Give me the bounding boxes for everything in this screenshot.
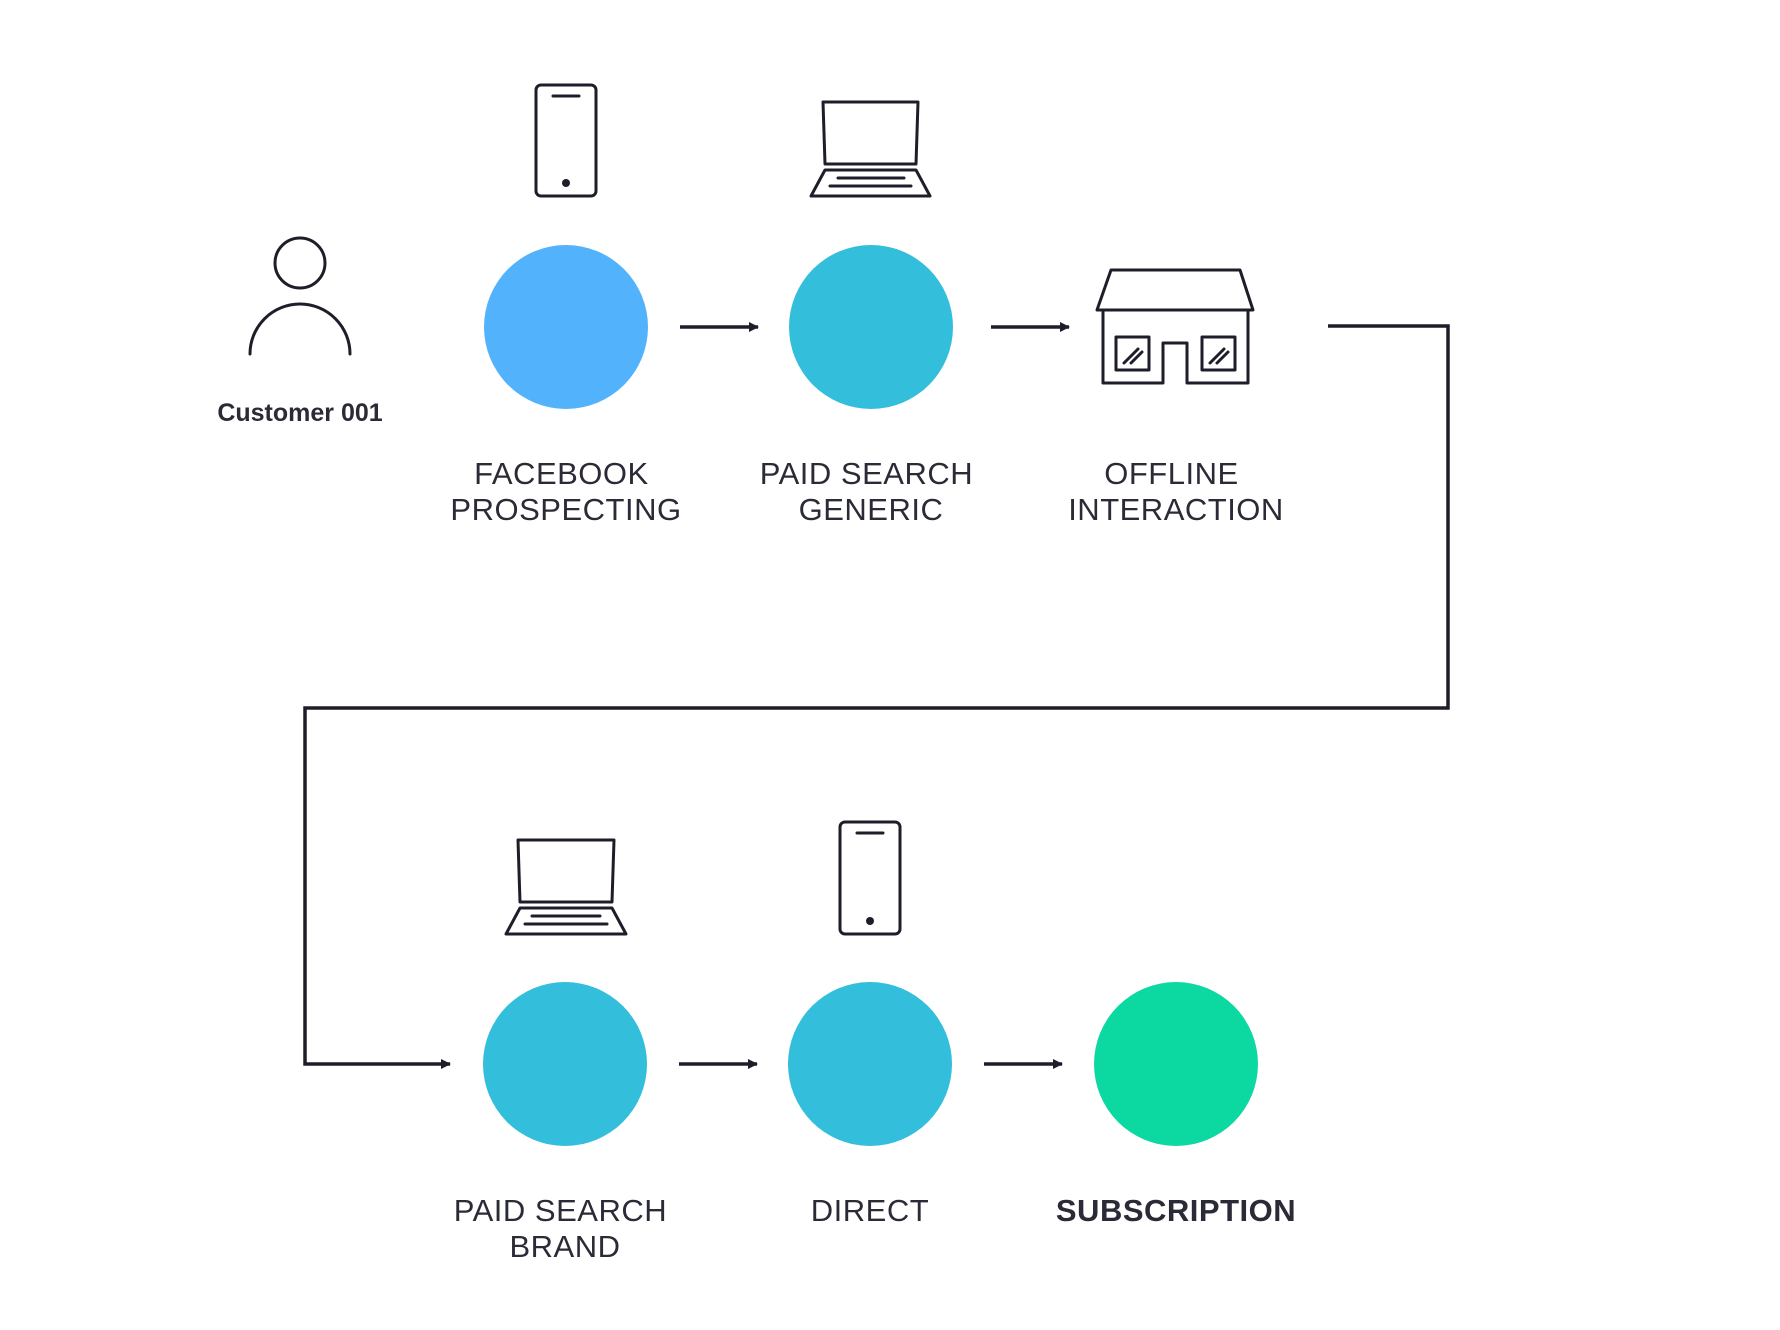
step-label-offline-interaction: OFFLINE INTERACTION — [1068, 456, 1284, 527]
wrap-connector — [303, 324, 1450, 1069]
smartphone-icon — [838, 820, 902, 936]
step-label-paid-search-brand: PAID SEARCH BRAND — [454, 1193, 676, 1264]
step-label-subscription: SUBSCRIPTION — [1056, 1193, 1296, 1228]
touchpoint-node-direct — [788, 982, 952, 1146]
store-icon — [1095, 268, 1255, 385]
laptop-icon — [809, 100, 932, 198]
step-label-facebook-prospecting: FACEBOOK PROSPECTING — [450, 456, 681, 527]
step-label-direct: DIRECT — [811, 1193, 929, 1228]
touchpoint-node-paid-search-brand — [483, 982, 647, 1146]
conversion-node-subscription — [1094, 982, 1258, 1146]
laptop-icon — [504, 838, 628, 936]
touchpoint-node-paid-search-generic — [789, 245, 953, 409]
person-icon — [248, 236, 352, 356]
customer-name: Customer 001 — [217, 399, 382, 427]
smartphone-icon — [534, 83, 598, 198]
touchpoint-node-facebook-prospecting — [484, 245, 648, 409]
step-label-paid-search-generic: PAID SEARCH GENERIC — [760, 456, 982, 527]
